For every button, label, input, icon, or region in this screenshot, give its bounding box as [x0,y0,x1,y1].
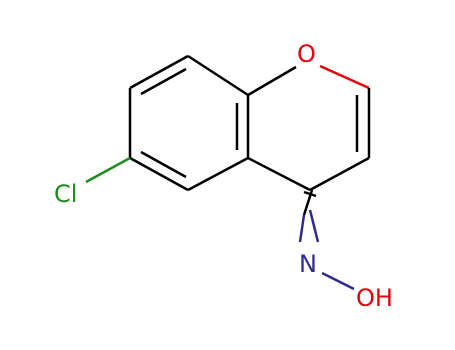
bond-c6-c5-inner [140,150,187,179]
bond-c5-c4a [187,156,249,192]
bond-n-oh [321,271,355,291]
atom-chlorine-label: Cl [54,180,77,208]
atom-nitrogen-label: N [299,250,317,278]
bond-c4-n-c [298,214,306,243]
bond-c4-c4a [247,156,311,192]
bond-c8-c7 [129,54,189,90]
bond-c8-c7-inner [140,67,187,96]
bond-c6-cl [85,156,131,184]
bond-c3-c4 [309,156,370,192]
bond-c4-n-b [302,189,314,216]
bond-c8a-c8 [187,54,249,97]
bond-c4-n-d [308,209,320,243]
atom-ring-oxygen-label: O [297,40,316,68]
bond-c8a-o1 [247,65,297,97]
bond-c6-c5 [129,156,189,192]
atom-hydroxyl-label: OH [356,284,393,312]
bond-o1-c2 [319,64,370,90]
